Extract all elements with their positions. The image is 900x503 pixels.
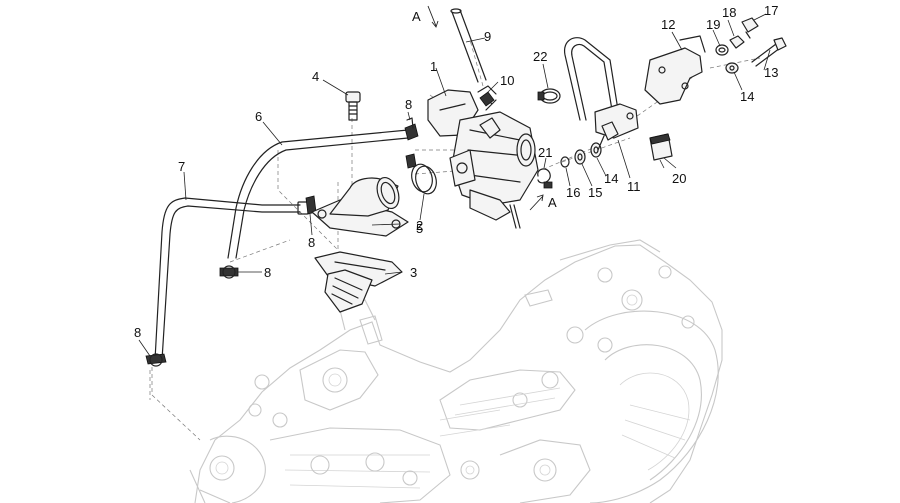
breather-pipe-6 xyxy=(227,129,409,259)
direction-arrows xyxy=(427,5,544,211)
callout-14-upper: 14 xyxy=(740,89,755,104)
callout-9: 9 xyxy=(484,29,492,44)
reed-valve-3 xyxy=(314,251,403,313)
callout-8-top: 8 xyxy=(405,97,413,112)
callout-21: 21 xyxy=(538,145,553,160)
callout-16: 16 xyxy=(566,185,581,200)
washers-16-15-14 xyxy=(560,142,602,168)
clamp-5 xyxy=(405,153,437,195)
callout-17: 17 xyxy=(764,3,779,18)
engine-block-ghost xyxy=(189,239,723,503)
block-20 xyxy=(649,133,673,161)
breather-pipe-7 xyxy=(154,197,309,361)
callout-1: 1 xyxy=(430,59,438,74)
callout-14-lower: 14 xyxy=(604,171,619,186)
callout-8-bottom: 8 xyxy=(134,325,142,340)
u-bracket-11 xyxy=(563,37,639,151)
clip-10 xyxy=(477,85,497,107)
callout-4: 4 xyxy=(312,69,320,84)
clip-21 xyxy=(537,168,553,189)
callout-15: 15 xyxy=(588,185,603,200)
callout-A-bottom: A xyxy=(548,195,557,210)
callout-11: 11 xyxy=(627,179,641,194)
carburetor-1 xyxy=(427,89,539,229)
callout-3: 3 xyxy=(410,265,418,280)
leader-lines xyxy=(138,13,771,357)
callout-7: 7 xyxy=(178,159,186,174)
ring-clip-22 xyxy=(537,88,561,104)
callout-A-top: A xyxy=(412,9,421,24)
callout-8-middle: 8 xyxy=(308,235,316,250)
callout-19: 19 xyxy=(706,17,721,32)
rod-9 xyxy=(450,8,487,83)
fasteners-13-19 xyxy=(715,17,787,74)
callout-20: 20 xyxy=(672,171,687,186)
callout-18: 18 xyxy=(722,5,737,20)
bolt-4 xyxy=(345,91,361,121)
callout-2: 2 xyxy=(416,218,424,233)
intake-manifold-2 xyxy=(311,176,409,237)
callout-6: 6 xyxy=(255,109,263,124)
callout-22: 22 xyxy=(533,49,548,64)
callout-5: 5 xyxy=(416,221,424,236)
callout-10: 10 xyxy=(500,73,515,88)
callout-8-lower: 8 xyxy=(264,265,272,280)
callout-13: 13 xyxy=(764,65,779,80)
bracket-12 xyxy=(644,35,706,105)
callout-12: 12 xyxy=(661,17,676,32)
hose-clamps-8 xyxy=(145,117,419,367)
